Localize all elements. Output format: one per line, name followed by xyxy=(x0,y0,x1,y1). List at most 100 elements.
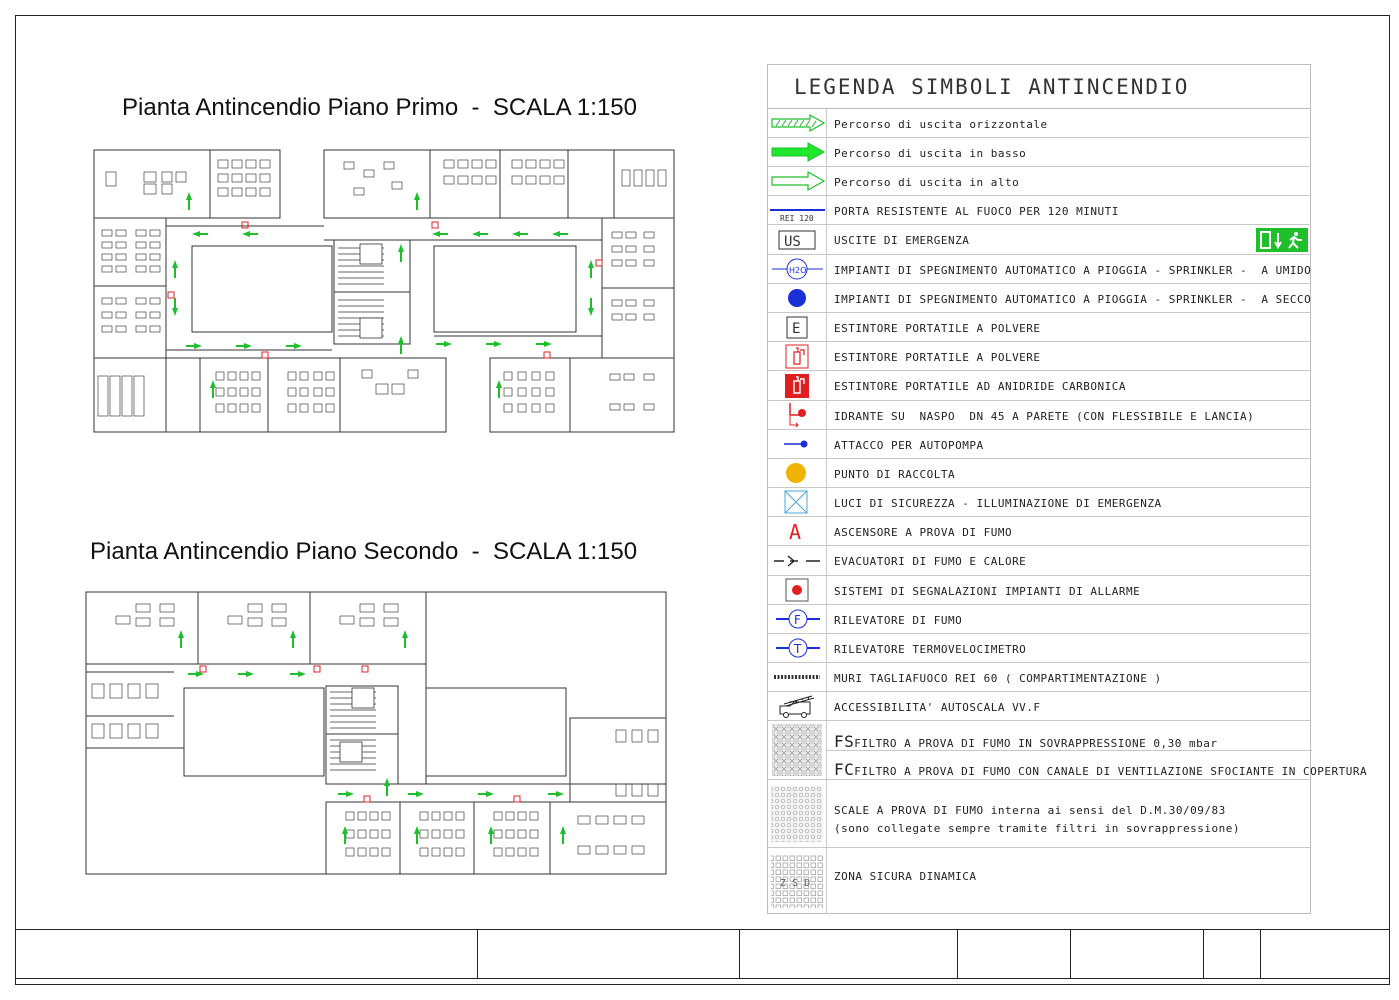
title-block-cell xyxy=(740,930,958,978)
h2o-text: H2O xyxy=(789,266,806,275)
title-block-cell xyxy=(958,930,1071,978)
legend-label: IMPIANTI DI SPEGNIMENTO AUTOMATICO A PIO… xyxy=(834,293,1312,306)
title-block xyxy=(15,929,1390,979)
legend-label: PUNTO DI RACCOLTA xyxy=(834,468,956,481)
legend-row: ESTINTORE PORTATILE AD ANIDRIDE CARBONIC… xyxy=(768,371,1310,401)
legend-row: SCALE A PROVA DI FUMO interna ai sensi d… xyxy=(768,780,1310,848)
sheet-border xyxy=(15,15,1390,985)
fs-text: FS xyxy=(834,732,855,751)
legend-row: H2O IMPIANTI DI SPEGNIMENTO AUTOMATICO A… xyxy=(768,255,1312,284)
zsd-text: Z S D xyxy=(780,878,810,889)
legend-label: Percorso di uscita in basso xyxy=(834,147,1027,160)
legend-label: Percorso di uscita in alto xyxy=(834,176,1020,189)
assembly-point-icon xyxy=(768,459,827,487)
smoke-proof-stairs-icon xyxy=(768,780,827,847)
fc-text: FC xyxy=(834,760,855,779)
legend-label: FSFILTRO A PROVA DI FUMO IN SOVRAPPRESSI… xyxy=(834,732,1218,751)
extinguisher-co2-icon xyxy=(768,371,827,400)
smoke-heat-vent-icon xyxy=(768,546,827,575)
legend-label: Percorso di uscita orizzontale xyxy=(834,118,1048,131)
legend-row: REI 120 PORTA RESISTENTE AL FUOCO PER 12… xyxy=(768,196,1310,225)
legend-row: ESTINTORE PORTATILE A POLVERE xyxy=(768,342,1310,371)
legend-label: ESTINTORE PORTATILE AD ANIDRIDE CARBONIC… xyxy=(834,380,1127,393)
legend-label: PORTA RESISTENTE AL FUOCO PER 120 MINUTI xyxy=(834,205,1119,218)
legend-label: ESTINTORE PORTATILE A POLVERE xyxy=(834,322,1041,335)
filter-zone-icon xyxy=(768,721,827,779)
legend-row: IMPIANTI DI SPEGNIMENTO AUTOMATICO A PIO… xyxy=(768,284,1312,313)
legend-label-2: (sono collegate sempre tramite filtri in… xyxy=(834,822,1240,835)
legend-label-2: FCFILTRO A PROVA DI FUMO CON CANALE DI V… xyxy=(834,760,1368,779)
heat-detector-icon: T xyxy=(768,634,827,662)
legend-label: MURI TAGLIAFUOCO REI 60 ( COMPARTIMENTAZ… xyxy=(834,672,1162,685)
smoke-detector-icon: F xyxy=(768,605,827,633)
legend-label: EVACUATORI DI FUMO E CALORE xyxy=(834,555,1027,568)
first-floor-plan xyxy=(93,149,675,433)
legend-label: ASCENSORE A PROVA DI FUMO xyxy=(834,526,1013,539)
emergency-light-icon xyxy=(768,488,827,516)
legend-label: RILEVATORE TERMOVELOCIMETRO xyxy=(834,643,1027,656)
rei-door-icon: REI 120 xyxy=(768,196,827,224)
legend-row: Z S D ZONA SICURA DINAMICA xyxy=(768,848,1310,914)
rei-text: REI 120 xyxy=(780,214,814,223)
legend-row: US USCITE DI EMERGENZA xyxy=(768,225,1310,255)
legend-row: F RILEVATORE DI FUMO xyxy=(768,605,1310,634)
legend-label: IDRANTE SU NASPO DN 45 A PARETE (CON FLE… xyxy=(834,410,1255,423)
legend-row: ATTACCO PER AUTOPOMPA xyxy=(768,430,1310,459)
sprinkler-wet-icon: H2O xyxy=(768,255,827,283)
legend-label: SCALE A PROVA DI FUMO interna ai sensi d… xyxy=(834,804,1226,817)
alarm-system-icon xyxy=(768,576,827,604)
hatched-arrow-icon xyxy=(768,109,827,137)
us-text: US xyxy=(784,234,801,250)
extinguisher-red-outline-icon xyxy=(768,342,827,370)
sprinkler-dry-icon xyxy=(768,284,827,312)
legend-label: ZONA SICURA DINAMICA xyxy=(834,870,977,883)
legend-row: PUNTO DI RACCOLTA xyxy=(768,459,1310,488)
legend-row: Percorso di uscita in basso xyxy=(768,138,1310,167)
title-block-cell xyxy=(1204,930,1261,978)
legend-row: Percorso di uscita in alto xyxy=(768,167,1310,196)
legend-row: A ASCENSORE A PROVA DI FUMO xyxy=(768,517,1310,546)
legend-row: SISTEMI DI SEGNALAZIONI IMPIANTI DI ALLA… xyxy=(768,576,1310,605)
title-block-cell xyxy=(478,930,740,978)
legend-row: Percorso di uscita orizzontale xyxy=(768,109,1310,138)
fire-pump-connection-icon xyxy=(768,430,827,458)
legend-label: IMPIANTI DI SPEGNIMENTO AUTOMATICO A PIO… xyxy=(834,264,1312,277)
a-text: A xyxy=(789,520,801,544)
smoke-proof-elevator-icon: A xyxy=(768,517,827,545)
fire-truck-icon xyxy=(768,692,827,720)
legend-header: LEGENDA SIMBOLI ANTINCENDIO xyxy=(768,65,1310,109)
t-text: T xyxy=(793,642,802,656)
first-floor-title: Pianta Antincendio Piano Primo - SCALA 1… xyxy=(122,94,637,121)
e-text: E xyxy=(792,321,800,337)
legend-row: E ESTINTORE PORTATILE A POLVERE xyxy=(768,313,1310,342)
legend-row: IDRANTE SU NASPO DN 45 A PARETE (CON FLE… xyxy=(768,401,1310,430)
legend-row: MURI TAGLIAFUOCO REI 60 ( COMPARTIMENTAZ… xyxy=(768,663,1310,692)
second-floor-title: Pianta Antincendio Piano Secondo - SCALA… xyxy=(90,538,638,565)
f-text: F xyxy=(794,613,801,627)
legend-label: RILEVATORE DI FUMO xyxy=(834,614,963,627)
emergency-exit-icon: US xyxy=(768,225,827,254)
hydrant-icon xyxy=(768,401,827,429)
outline-green-arrow-icon xyxy=(768,167,827,195)
solid-green-arrow-icon xyxy=(768,138,827,166)
legend-label: ACCESSIBILITA' AUTOSCALA VV.F xyxy=(834,701,1041,714)
dynamic-safe-zone-icon: Z S D xyxy=(768,848,827,914)
title-block-cell xyxy=(15,930,478,978)
exit-sign-icon xyxy=(1256,228,1308,252)
title-block-cell xyxy=(1071,930,1204,978)
legend-label: SISTEMI DI SEGNALAZIONI IMPIANTI DI ALLA… xyxy=(834,585,1141,598)
legend-label: USCITE DI EMERGENZA xyxy=(834,234,970,247)
legend-label: ATTACCO PER AUTOPOMPA xyxy=(834,439,984,452)
second-floor-plan xyxy=(85,591,667,875)
firewall-icon xyxy=(768,663,827,691)
legend-row: EVACUATORI DI FUMO E CALORE xyxy=(768,546,1310,576)
legend-table: LEGENDA SIMBOLI ANTINCENDIO Percorso di … xyxy=(767,64,1367,914)
legend-title: LEGENDA SIMBOLI ANTINCENDIO xyxy=(794,75,1190,99)
row-divider xyxy=(827,750,1312,751)
legend-row: ACCESSIBILITA' AUTOSCALA VV.F xyxy=(768,692,1310,721)
legend-row: LUCI DI SICUREZZA - ILLUMINAZIONE DI EME… xyxy=(768,488,1310,517)
legend-label: ESTINTORE PORTATILE A POLVERE xyxy=(834,351,1041,364)
legend-label: LUCI DI SICUREZZA - ILLUMINAZIONE DI EME… xyxy=(834,497,1162,510)
legend-row: T RILEVATORE TERMOVELOCIMETRO xyxy=(768,634,1310,663)
